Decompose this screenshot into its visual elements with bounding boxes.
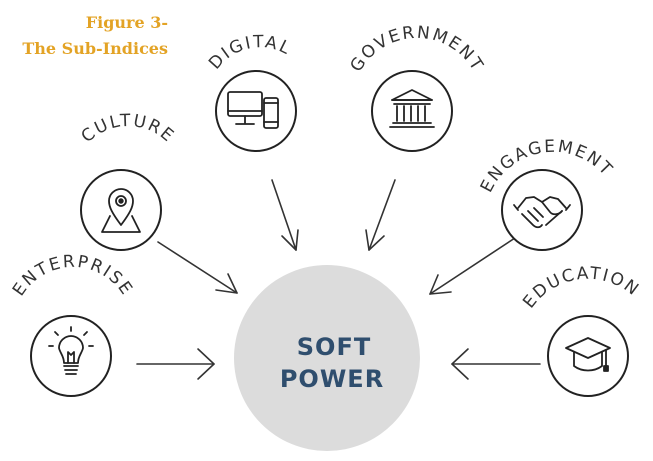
government-circle xyxy=(371,70,453,152)
enterprise-circle xyxy=(30,315,112,397)
arrow-education xyxy=(451,348,541,380)
arrow-culture xyxy=(157,241,238,294)
education-circle xyxy=(547,315,629,397)
soft-power-label-line1: SOFT xyxy=(297,333,371,361)
handshake-icon xyxy=(513,196,571,229)
arrow-digital xyxy=(271,179,299,251)
soft-power-label-line2: POWER xyxy=(280,365,384,393)
figure-number: Figure 3- xyxy=(85,13,168,32)
engagement-circle xyxy=(501,169,583,251)
figure-title: Figure 3- The Sub-Indices xyxy=(0,10,168,62)
label-culture: CULTURE xyxy=(78,111,179,147)
label-government: GOVERNMENT xyxy=(347,23,488,76)
arrow-enterprise xyxy=(136,348,215,380)
computer-devices-icon xyxy=(227,91,279,129)
map-pin-icon xyxy=(101,188,141,233)
soft-power-circle xyxy=(234,265,420,451)
label-enterprise: ENTERPRISE xyxy=(9,252,137,300)
label-digital: DIGITAL xyxy=(205,32,295,73)
graduation-cap-icon xyxy=(565,337,611,372)
label-education: EDUCATION xyxy=(519,264,643,313)
government-building-icon xyxy=(389,89,435,128)
arrow-government xyxy=(365,179,396,251)
figure-caption: The Sub-Indices xyxy=(22,39,168,58)
lightbulb-icon xyxy=(48,326,94,375)
arrow-engagement xyxy=(429,235,519,295)
